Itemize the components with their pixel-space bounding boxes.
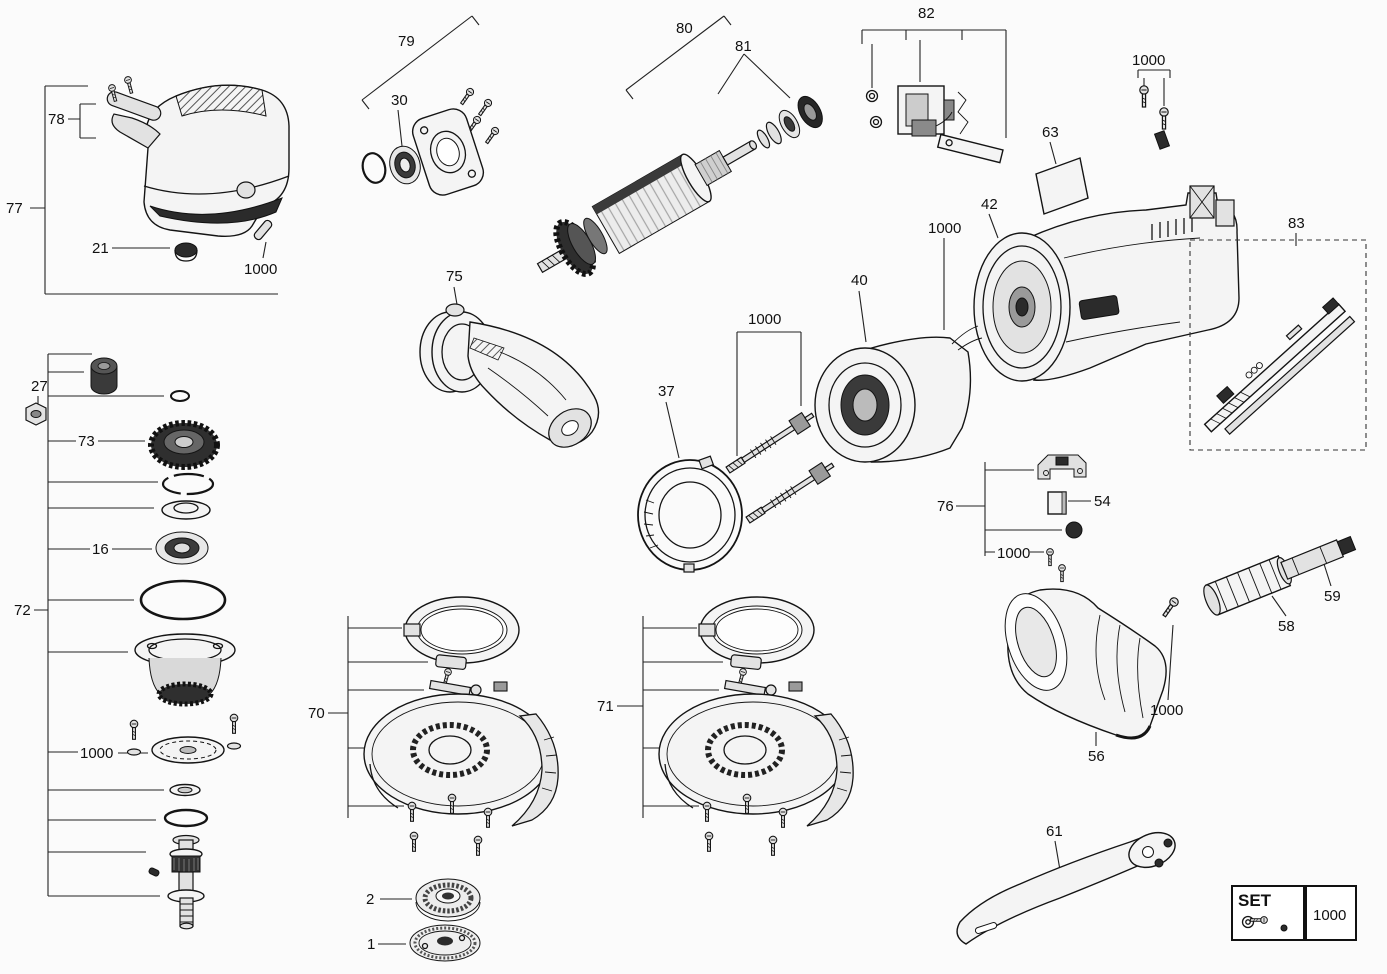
switch-parts-drawing	[1037, 454, 1087, 583]
bearing-16-drawing	[155, 531, 209, 565]
housing-screws-drawing	[1139, 85, 1171, 150]
bearing-drawing	[389, 145, 421, 185]
rear-housing-drawing	[106, 75, 290, 262]
bearing-flange-drawing	[134, 633, 236, 707]
part-label-77: 77	[6, 200, 23, 217]
part-label-2: 2	[366, 891, 374, 908]
bearing-ring-drawing	[637, 455, 743, 573]
gear-73-drawing	[148, 420, 220, 470]
part-label-1000: 1000	[748, 311, 781, 328]
part-label-16: 16	[92, 541, 109, 558]
part-label-73: 73	[78, 433, 95, 450]
pin-drawing	[253, 219, 273, 241]
part-label-40: 40	[851, 272, 868, 289]
cord-boot-drawing	[1004, 588, 1181, 740]
kit-1000-box	[1305, 885, 1357, 941]
washer-stack-drawing	[169, 783, 201, 797]
part-label-59: 59	[1324, 588, 1341, 605]
rating-plate-drawing	[1035, 157, 1089, 215]
part-label-82: 82	[918, 5, 935, 22]
backing-flange-drawing	[415, 878, 481, 922]
part-label-63: 63	[1042, 124, 1059, 141]
part-label-79: 79	[398, 33, 415, 50]
part-label-30: 30	[391, 92, 408, 109]
gear-spindle-column-drawing	[25, 357, 242, 930]
spindle-lock-group-drawing	[1189, 239, 1367, 451]
part-label-81: 81	[735, 38, 752, 55]
part-label-37: 37	[658, 383, 675, 400]
leader-lines	[30, 15, 1332, 945]
part-label-83: 83	[1288, 215, 1305, 232]
vent-slots-drawing	[1151, 216, 1193, 240]
small-ring-drawing	[170, 390, 190, 402]
spindle-drawing	[167, 834, 205, 930]
part-label-1000: 1000	[928, 220, 961, 237]
field-wires-drawing	[951, 325, 983, 351]
paddle-lever-drawing	[106, 91, 162, 121]
o-ring-30-drawing	[361, 152, 387, 184]
knob-drawing	[1065, 521, 1083, 539]
part-label-1000: 1000	[244, 261, 277, 278]
key-drawing	[148, 867, 160, 877]
brush-lever-drawing	[936, 133, 1004, 164]
part-label-1000: 1000	[1150, 702, 1183, 719]
part-label-61: 61	[1046, 823, 1063, 840]
cup-washer-drawing	[161, 500, 211, 520]
armature-bearing-set-drawing	[756, 95, 823, 149]
set-kit-box	[1231, 885, 1305, 941]
o-ring-drawing	[139, 579, 227, 621]
armature-drawing	[536, 140, 758, 277]
part-label-1000: 1000	[1132, 52, 1165, 69]
brush-holder-group-drawing	[865, 85, 1004, 164]
part-label-21: 21	[92, 240, 109, 257]
bearing-plate-group-drawing	[361, 86, 501, 196]
part-label-78: 78	[48, 111, 65, 128]
part-label-42: 42	[981, 196, 998, 213]
snap-ring-drawing	[161, 472, 215, 496]
wheel-guard-assembly-drawing	[659, 597, 853, 855]
part-labels: 78 77 21 1000 27 73 16 72 1000 79 30 75 …	[6, 5, 1346, 953]
side-handle-drawing	[419, 303, 600, 448]
clamp-nut-drawing	[409, 924, 481, 962]
part-label-80: 80	[676, 20, 693, 37]
part-label-75: 75	[446, 268, 463, 285]
part-label-1: 1	[367, 936, 375, 953]
motor-housing-drawing	[973, 185, 1240, 382]
bushing-drawing	[90, 357, 118, 395]
set-box-label: SET	[1238, 891, 1272, 910]
kit-1000-label: 1000	[1313, 907, 1346, 924]
brush-rod-drawing	[725, 411, 815, 474]
brush-spring-drawing	[957, 91, 969, 135]
part-label-54: 54	[1094, 493, 1111, 510]
part-label-71: 71	[597, 698, 614, 715]
cord-sleeve-drawing	[1203, 535, 1357, 616]
part-label-58: 58	[1278, 618, 1295, 635]
flat-washer-plate-drawing	[151, 736, 225, 764]
o-ring-small-drawing	[163, 808, 209, 828]
part-label-1000: 1000	[997, 545, 1030, 562]
stator-drawing	[814, 325, 983, 463]
wheel-guard-assembly-drawing	[363, 596, 559, 856]
part-label-1000: 1000	[80, 745, 113, 762]
part-label-27: 27	[31, 378, 48, 395]
brush-rod-drawing	[745, 461, 835, 524]
spanner-wrench-drawing	[956, 831, 1176, 945]
part-label-56: 56	[1088, 748, 1105, 765]
bearing-plate-drawing	[411, 108, 485, 196]
part-label-72: 72	[14, 602, 31, 619]
carbon-brush-drawing	[911, 119, 937, 137]
part-label-70: 70	[308, 705, 325, 722]
nut-27-drawing	[25, 402, 47, 426]
part-label-76: 76	[937, 498, 954, 515]
cap-21-drawing	[174, 242, 198, 262]
